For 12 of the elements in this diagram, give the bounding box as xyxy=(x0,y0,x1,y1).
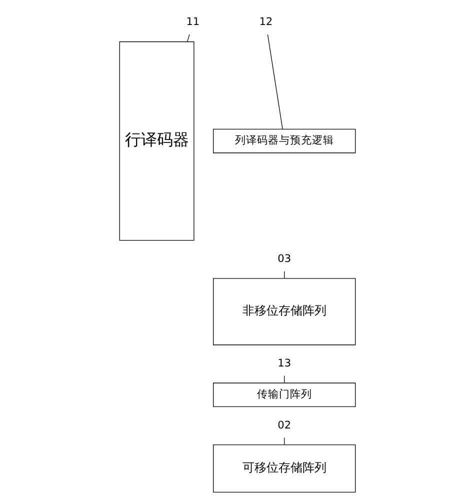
node-text: 11 xyxy=(186,16,200,28)
connector xyxy=(186,34,190,42)
node-text: 13 xyxy=(277,357,291,370)
node-box: 行译码器 xyxy=(118,41,194,241)
connector xyxy=(266,34,282,130)
node-text: 12 xyxy=(258,16,272,28)
node-box: 列译码器与预充逻辑 xyxy=(212,128,356,154)
node-box: 传输门阵列 xyxy=(212,382,356,408)
node-box: 可移位存储阵列 xyxy=(212,444,356,492)
node-box: 非移位存储阵列 xyxy=(212,278,356,346)
node-text: 02 xyxy=(277,419,291,432)
node-text: 03 xyxy=(277,252,291,265)
